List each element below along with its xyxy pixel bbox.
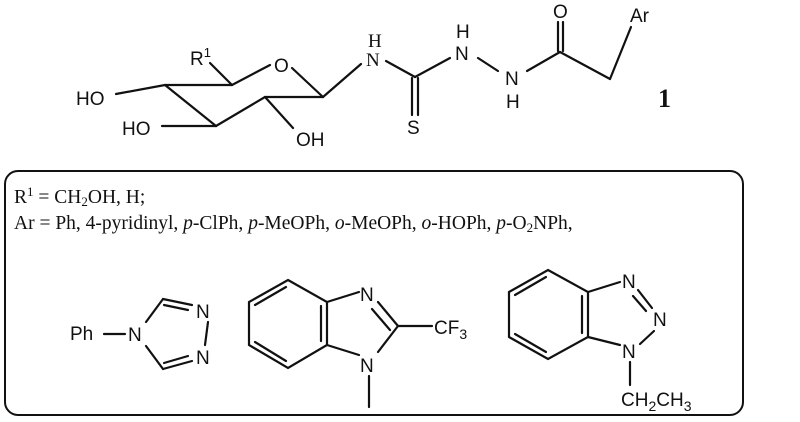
triazole-n1-label: N bbox=[196, 302, 210, 323]
nh2-h-label: H bbox=[456, 22, 470, 43]
benzotriazole-n2-label: N bbox=[653, 310, 667, 331]
triazole-n4-label: N bbox=[128, 325, 142, 346]
benzotriazole-structure: N N N CH2CH3 bbox=[507, 268, 692, 414]
r1-rest: OH, H; bbox=[87, 187, 146, 208]
compound-number: 1 bbox=[658, 84, 671, 113]
ar-item-1: -MeOPh, bbox=[257, 213, 335, 234]
nh3-h-label: H bbox=[506, 92, 520, 113]
ar-definition: Ar = Ph, 4-pyridinyl, p-ClPh, p-MeOPh, o… bbox=[14, 213, 573, 236]
nh1-h-label: H bbox=[368, 31, 382, 52]
ho-bottom-label: HO bbox=[122, 119, 151, 140]
chain-bonds bbox=[384, 20, 633, 117]
r1-label: R1 bbox=[190, 45, 211, 70]
r1-text: R bbox=[14, 187, 28, 208]
ph-label: Ph bbox=[70, 324, 93, 345]
benzimidazole-n3-label: N bbox=[360, 285, 374, 306]
benzimidazole-n1-label: N bbox=[360, 356, 374, 377]
ar-item-3: -HOPh, bbox=[431, 213, 497, 234]
r1-sub: 2 bbox=[81, 194, 88, 209]
ho-left-label: HO bbox=[76, 89, 105, 110]
oh-label: OH bbox=[296, 130, 325, 151]
nh1-n-label: N bbox=[366, 50, 380, 71]
sugar-ring bbox=[114, 61, 363, 130]
r1-equals: = CH bbox=[33, 187, 82, 208]
substituent-legend-box bbox=[4, 170, 744, 416]
ar-item-2: -MeOPh, bbox=[344, 213, 422, 234]
ar-item-3-prefix: o bbox=[421, 213, 432, 234]
r1-sup: 1 bbox=[27, 184, 34, 199]
ar-item-0: -ClPh, bbox=[192, 213, 249, 234]
benzimidazole-structure: N N CF3 bbox=[247, 278, 467, 409]
ar-item-2-prefix: o bbox=[334, 213, 345, 234]
benzotriazole-n3-label: N bbox=[622, 272, 636, 293]
nh3-n-label: N bbox=[505, 69, 519, 90]
ar-label: Ar bbox=[630, 6, 650, 27]
ethyl-label: CH2CH3 bbox=[621, 390, 692, 414]
ring-oxygen-label: O bbox=[274, 56, 289, 77]
r1-definition: R1 = CH2OH, H; bbox=[14, 184, 145, 210]
cf3-label: CF3 bbox=[434, 318, 467, 342]
triazole-structure: Ph N N N bbox=[70, 297, 210, 371]
ar-item-1-prefix: p bbox=[248, 213, 258, 234]
ar-item-4-prefix: p bbox=[496, 213, 507, 234]
benzotriazole-n1-label: N bbox=[622, 342, 636, 363]
carbonyl-oxygen-label: O bbox=[553, 2, 568, 23]
sulfur-label: S bbox=[407, 118, 420, 139]
ar-prefix: Ar = Ph, 4-pyridinyl, bbox=[14, 213, 184, 234]
ar-item-0-prefix: p bbox=[183, 213, 193, 234]
ar-item-4: -O bbox=[506, 213, 527, 234]
triazole-n2-label: N bbox=[196, 348, 210, 369]
ar-item-4-tail: NPh, bbox=[533, 213, 573, 234]
nh2-n-label: N bbox=[455, 44, 469, 65]
ar-item-4-sub: 2 bbox=[526, 220, 534, 235]
